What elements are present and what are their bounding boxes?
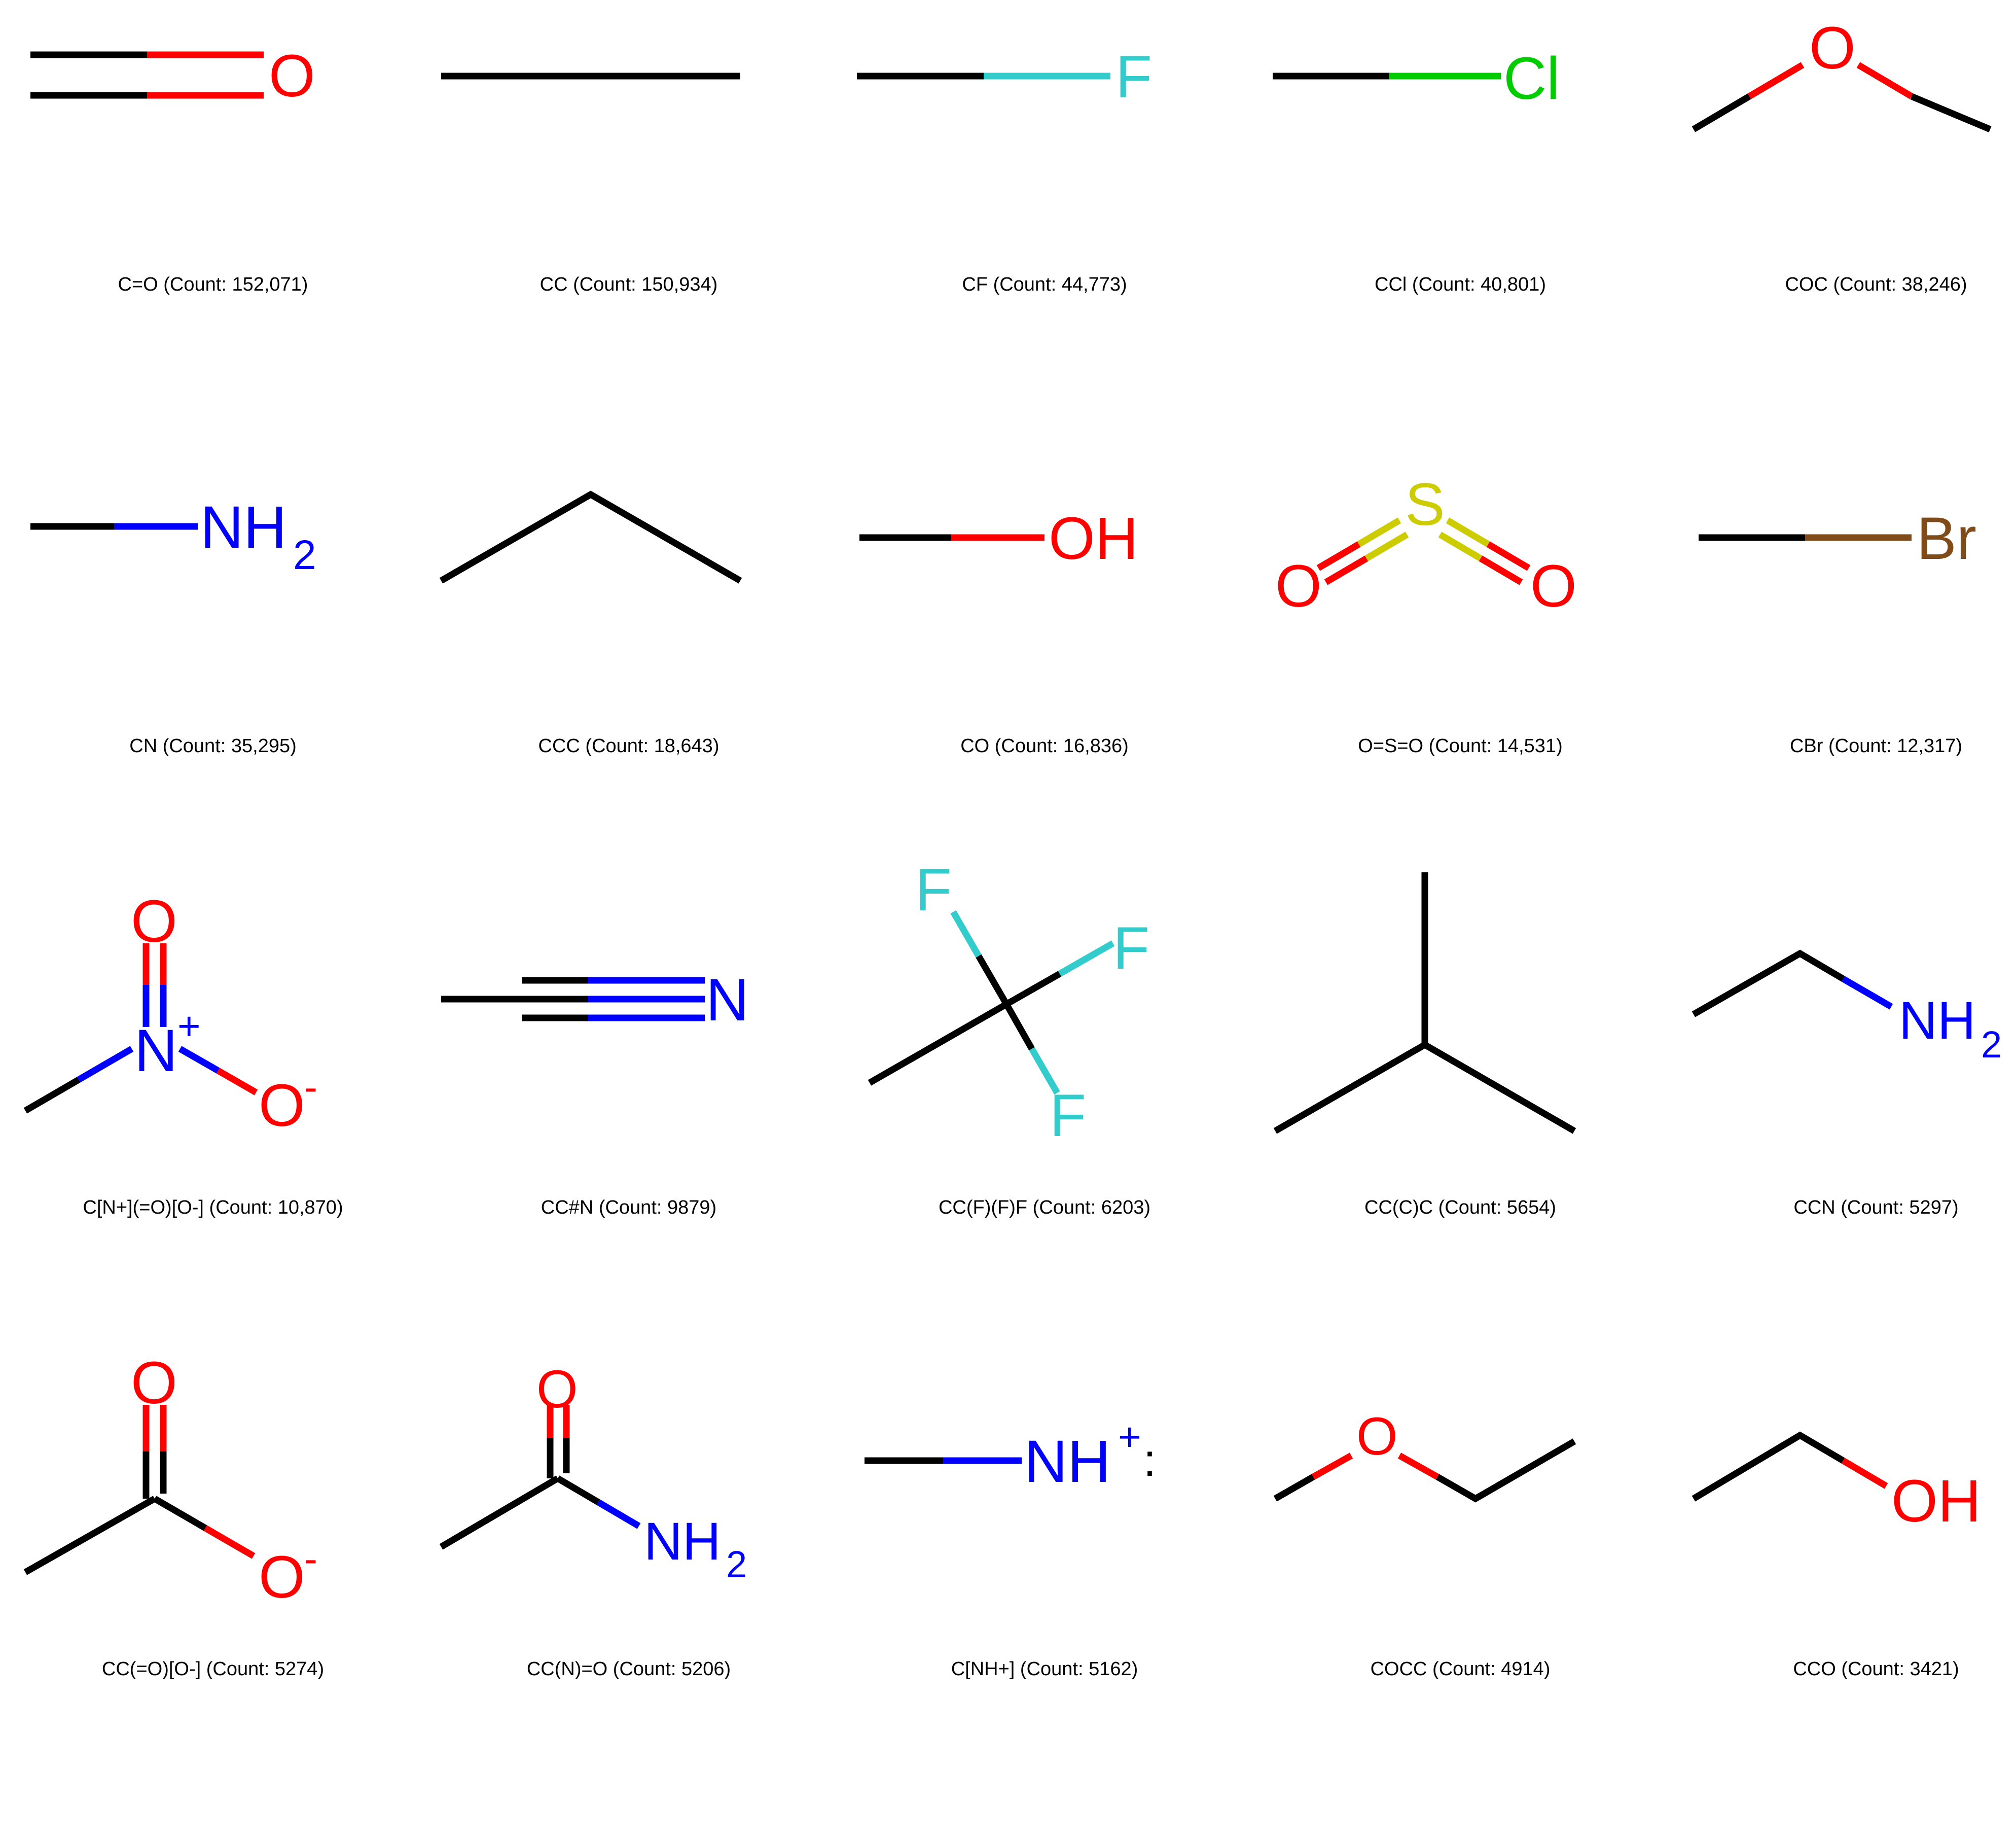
structure-ccn: NH 2	[1691, 949, 2002, 1066]
fragment-cell-nitro: O N + O - C[N+](=O)[O-] (Count: 10,870)	[5, 888, 421, 1379]
atom-label: Br	[1917, 505, 1976, 572]
fragment-cell-co-hydroxyl: OH CO (Count: 16,836)	[837, 462, 1252, 918]
fragment-caption: CO (Count: 16,836)	[960, 735, 1129, 757]
fragment-cell-ccn: NH 2 CCN (Count: 5297)	[1668, 923, 2016, 1379]
atom-label: S	[1405, 471, 1445, 538]
radical-dots: :	[1143, 1435, 1156, 1486]
structure-isobutane	[1273, 872, 1576, 1134]
atom-label: F	[915, 857, 952, 924]
fragment-cell-cnh: NH + : C[NH+] (Count: 5162)	[837, 1385, 1252, 1841]
fragment-caption: CCC (Count: 18,643)	[538, 735, 719, 757]
fragment-caption: C[NH+] (Count: 5162)	[951, 1658, 1138, 1680]
atom-label: NH	[1899, 991, 1976, 1050]
atom-subscript: 2	[1981, 1023, 2002, 1066]
structure-co-hydroxyl: OH	[859, 505, 1138, 572]
fragment-caption: CCN (Count: 5297)	[1793, 1197, 1959, 1218]
fragment-caption: CCO (Count: 3421)	[1793, 1658, 1959, 1680]
fragment-cell-oso: S O O O=S=O (Count: 14,531)	[1252, 462, 1668, 918]
fragment-cell-cbr: Br CBr (Count: 12,317)	[1668, 462, 2016, 918]
structure-amide: O NH 2	[439, 1360, 747, 1585]
fragment-caption: O=S=O (Count: 14,531)	[1358, 735, 1563, 757]
charge-minus: -	[304, 1065, 317, 1109]
structure-ccc	[439, 490, 742, 584]
fragment-caption: CC (Count: 150,934)	[539, 274, 718, 295]
fragment-cell-amide: O NH 2 CC(N)=O (Count: 5206)	[421, 1360, 837, 1841]
fragment-cell-cco: OH CCO (Count: 3421)	[1668, 1385, 2016, 1841]
fragment-cell-co: O C=O (Count: 152,071)	[5, 0, 421, 456]
fragment-caption: CC(C)C (Count: 5654)	[1364, 1197, 1556, 1218]
atom-label: O	[131, 888, 177, 955]
atom-label: NH	[200, 494, 286, 561]
fragment-cell-acetate: O O - CC(=O)[O-] (Count: 5274)	[5, 1350, 421, 1841]
atom-label: O	[1530, 553, 1577, 620]
structure-cocc: O	[1273, 1407, 1576, 1503]
structure-ccl: Cl	[1273, 45, 1560, 112]
atom-label: O	[131, 1350, 177, 1417]
fragment-cell-cf: F CF (Count: 44,773)	[837, 0, 1252, 456]
fragment-cell-ccl: Cl CCl (Count: 40,801)	[1252, 0, 1668, 456]
fragment-caption: CC(N)=O (Count: 5206)	[526, 1658, 731, 1680]
atom-label: O	[1356, 1407, 1398, 1466]
fragment-caption: C=O (Count: 152,071)	[118, 274, 308, 295]
fragment-cell-ccc: CCC (Count: 18,643)	[421, 462, 837, 918]
atom-label: F	[1115, 44, 1152, 111]
atom-label: O	[269, 43, 315, 110]
atom-label: NH	[644, 1512, 721, 1571]
fragment-grid: O C=O (Count: 152,071) CC (Count: 150,93…	[5, 0, 2016, 1680]
structure-nitrile: N	[441, 967, 749, 1034]
atom-label: F	[1113, 915, 1149, 982]
atom-label: F	[1050, 1082, 1086, 1149]
atom-label: O	[259, 1072, 305, 1139]
fragment-cell-cocc: O COCC (Count: 4914)	[1252, 1385, 1668, 1841]
fragment-cell-cc: CC (Count: 150,934)	[421, 0, 837, 456]
fragment-caption: CC(F)(F)F (Count: 6203)	[938, 1197, 1151, 1218]
atom-label: O	[1275, 553, 1322, 620]
structure-oso: S O O	[1275, 471, 1577, 620]
structure-cc	[441, 73, 740, 80]
atom-label: OH	[1049, 505, 1138, 572]
atom-label: O	[1809, 15, 1856, 82]
charge-plus: +	[1118, 1414, 1141, 1459]
fragment-caption: CC#N (Count: 9879)	[541, 1197, 717, 1218]
structure-nitro: O N + O -	[23, 888, 317, 1139]
fragment-caption: CC(=O)[O-] (Count: 5274)	[101, 1658, 325, 1680]
structure-cf3: F F F	[868, 857, 1149, 1149]
fragment-caption: COC (Count: 38,246)	[1785, 274, 1967, 295]
structure-cnh: NH + :	[865, 1414, 1156, 1495]
structure-coc: O	[1691, 15, 1992, 132]
atom-label: N	[134, 1017, 177, 1084]
atom-label: NH	[1024, 1428, 1110, 1495]
fragment-cell-isobutane: CC(C)C (Count: 5654)	[1252, 872, 1668, 1379]
atom-subscript: 2	[293, 532, 316, 578]
atom-label: Cl	[1503, 45, 1560, 112]
fragment-caption: CN (Count: 35,295)	[129, 735, 297, 757]
fragment-caption: COCC (Count: 4914)	[1370, 1658, 1551, 1680]
structure-cco: OH	[1691, 1431, 1981, 1535]
fragment-caption: CF (Count: 44,773)	[962, 274, 1127, 295]
structure-cf: F	[857, 44, 1152, 111]
atom-subscript: 2	[726, 1543, 747, 1585]
fragment-cell-cn: NH 2 CN (Count: 35,295)	[5, 462, 421, 918]
structure-cn: NH 2	[30, 494, 316, 578]
charge-minus: -	[304, 1536, 317, 1581]
fragment-cell-nitrile: N CC#N (Count: 9879)	[421, 923, 837, 1379]
structure-acetate: O O -	[23, 1350, 317, 1611]
fragment-cell-cf3: F F F CC(F)(F)F (Count: 6203)	[837, 857, 1252, 1379]
fragment-caption: C[N+](=O)[O-] (Count: 10,870)	[83, 1197, 343, 1218]
fragment-caption: CCl (Count: 40,801)	[1375, 274, 1546, 295]
atom-label: O	[536, 1360, 578, 1419]
structure-cbr: Br	[1699, 505, 1976, 572]
fragment-caption: CBr (Count: 12,317)	[1789, 735, 1963, 757]
charge-plus: +	[177, 1004, 201, 1048]
fragment-cell-coc: O COC (Count: 38,246)	[1668, 0, 2016, 456]
atom-label: OH	[1891, 1468, 1981, 1535]
structure-co: O	[30, 43, 315, 110]
atom-label: N	[706, 967, 749, 1034]
atom-label: O	[259, 1544, 305, 1611]
